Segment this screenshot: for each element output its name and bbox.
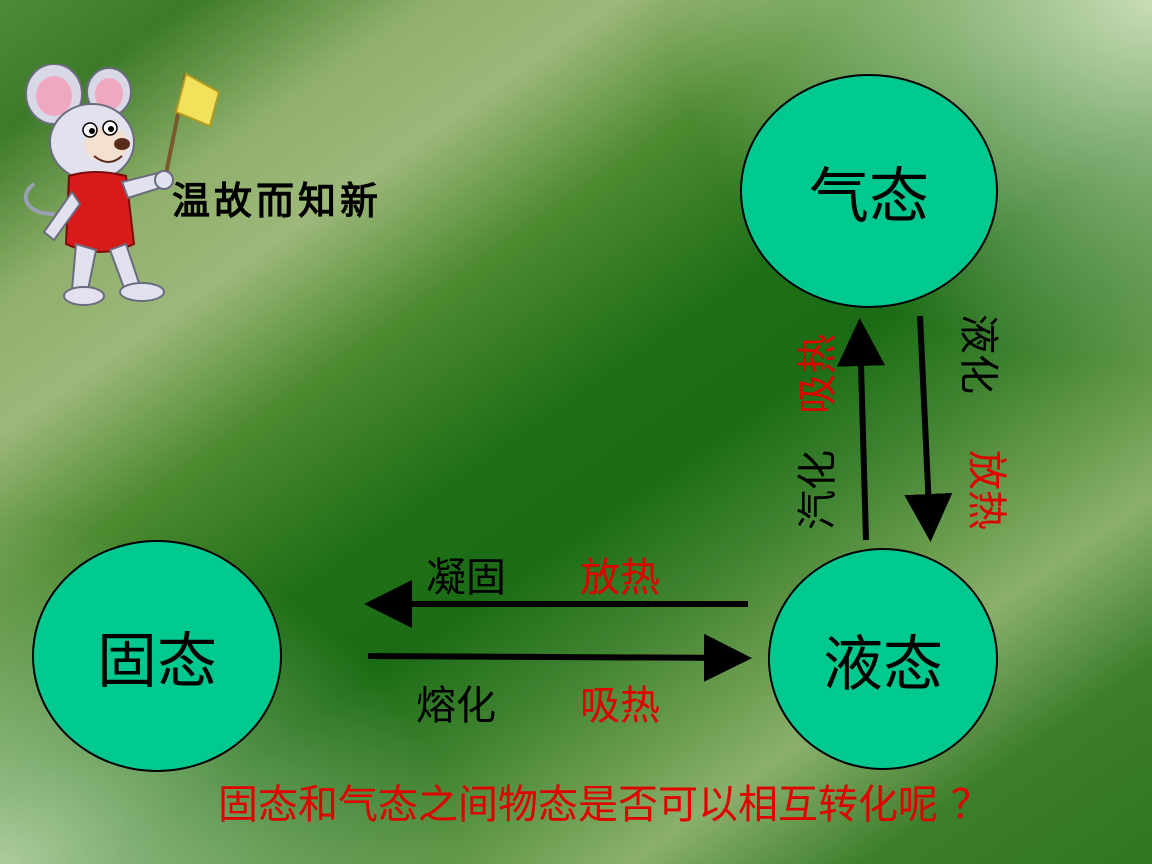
mouse-with-flag-icon xyxy=(23,64,221,306)
slide-title: 温故而知新 xyxy=(172,179,383,223)
vaporization-heat-label: 吸热 xyxy=(795,334,841,414)
gas-state-label: 气态 xyxy=(809,161,929,232)
vaporization-arrow xyxy=(837,318,886,541)
melting-arrow xyxy=(367,633,752,682)
solid-state-circle: 固态 xyxy=(32,540,282,772)
question-text: 固态和气态之间物态是否可以相互转化呢 ？ xyxy=(218,782,991,828)
gas-state-circle: 气态 xyxy=(740,74,998,308)
melting-heat-label: 吸热 xyxy=(580,683,660,729)
vaporization-label: 汽化 xyxy=(795,450,841,530)
solidification-heat-label: 放热 xyxy=(580,555,660,601)
liquefaction-arrow xyxy=(904,315,953,542)
liquid-state-label: 液态 xyxy=(823,629,943,700)
liquid-state-circle: 液态 xyxy=(768,548,998,770)
liquefaction-label: 液化 xyxy=(955,314,1001,394)
solid-state-label: 固态 xyxy=(97,626,217,697)
liquefaction-heat-label: 放热 xyxy=(963,450,1009,530)
melting-label: 熔化 xyxy=(416,683,496,729)
solidification-label: 凝固 xyxy=(426,555,506,601)
